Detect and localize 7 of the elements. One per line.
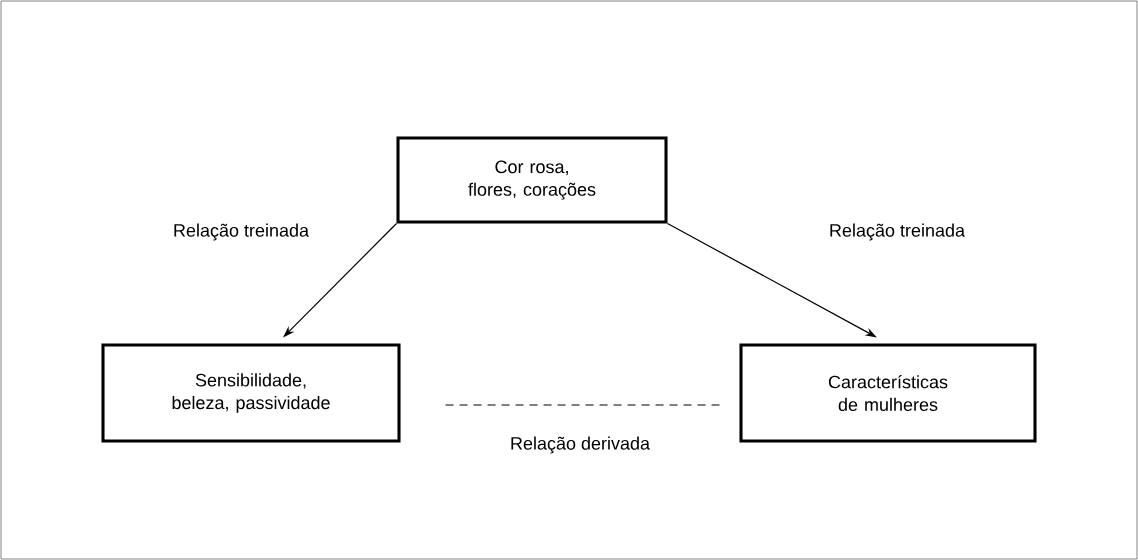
edge-label: Relação treinada (174, 223, 309, 241)
edge-label: Relação treinada (830, 223, 965, 241)
concept-box: Sensibilidade, beleza, passividade (101, 343, 401, 443)
connector-line (444, 404, 721, 406)
concept-box: Cor rosa, flores, corações (396, 136, 668, 224)
concept-box: Características de mulheres (739, 343, 1037, 443)
edge-label: Relação derivada (511, 436, 650, 454)
